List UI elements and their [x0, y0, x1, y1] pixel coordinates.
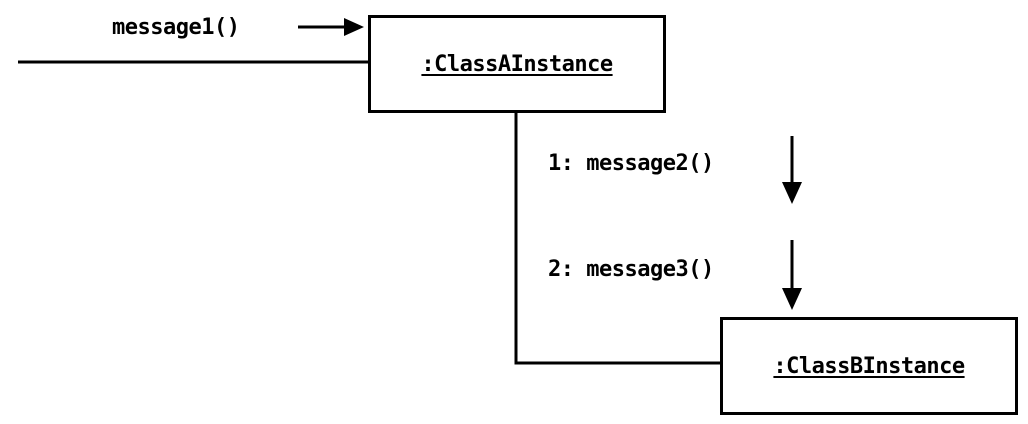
a-to-b-link — [514, 112, 722, 365]
class-b-instance-label: :ClassBInstance — [773, 353, 965, 379]
message3-arrow-icon — [782, 240, 802, 310]
message1-arrow-icon — [298, 18, 364, 36]
message2-label: 1: message2() — [548, 151, 714, 176]
class-b-instance-box[interactable]: :ClassBInstance — [720, 317, 1018, 415]
message1-label: message1() — [112, 15, 240, 40]
message2-arrow-icon — [782, 136, 802, 204]
class-a-instance-box[interactable]: :ClassAInstance — [368, 15, 666, 113]
message3-label: 2: message3() — [548, 257, 714, 282]
class-a-instance-label: :ClassAInstance — [421, 51, 613, 77]
